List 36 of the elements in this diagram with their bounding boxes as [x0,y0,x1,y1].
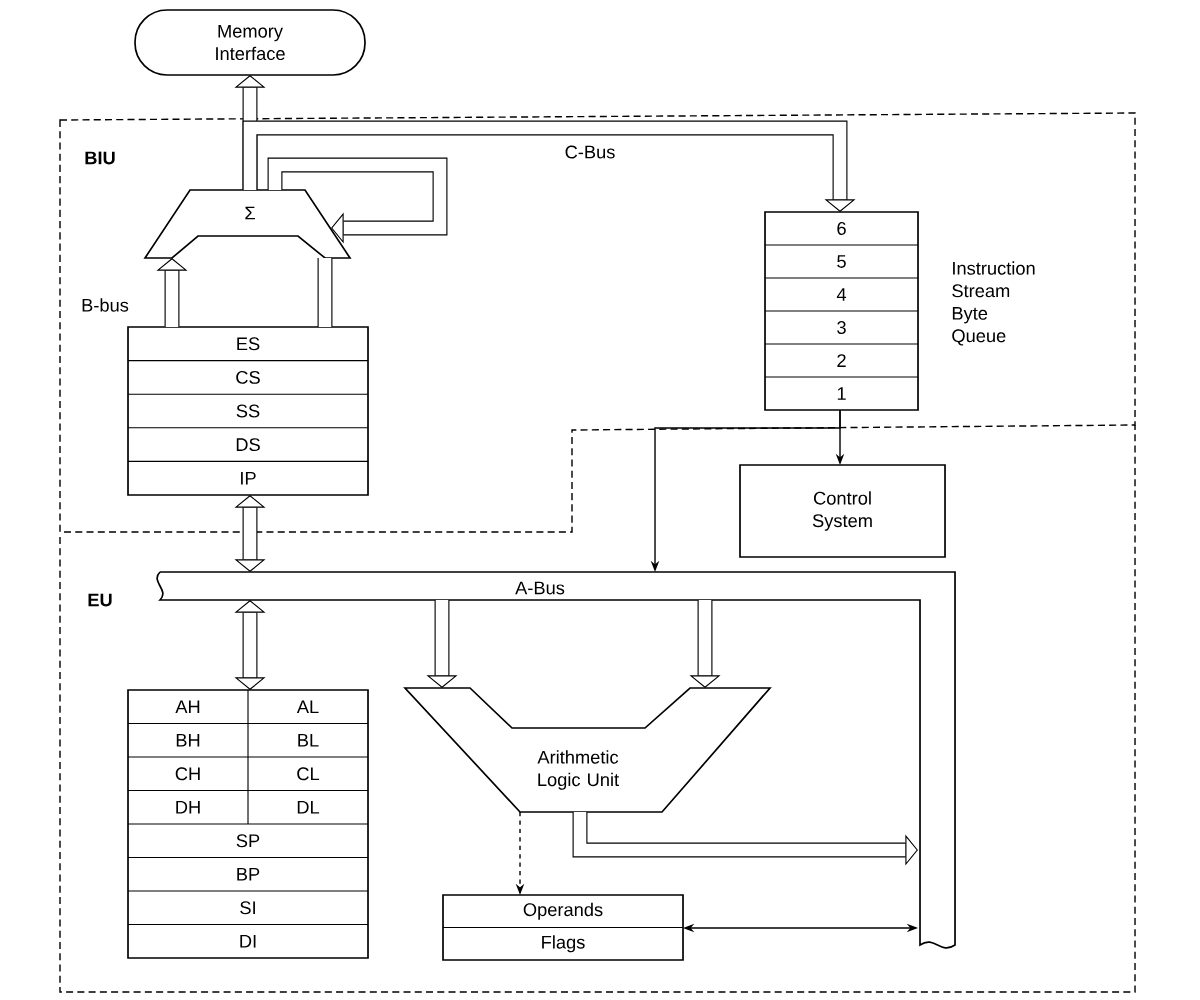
queue-caption: Instruction Stream Byte Queue [952,261,1035,346]
register-label: 6 [837,222,846,235]
bus-arrow [267,157,448,244]
register-label: IP [241,471,256,485]
bus-arrow [234,600,266,690]
register-label: 1 [837,387,846,400]
register-label: Operands [523,902,603,920]
region-label: EU [88,593,112,607]
control-box: Control System [739,464,946,558]
edge-label: C-Bus [563,144,617,160]
register-label: DH [176,800,200,814]
register-label: CH [175,767,200,781]
register-label: AL [296,700,319,714]
register-label: DI [240,934,256,948]
register-label: BH [176,733,200,747]
edge-label: B-bus [79,296,131,314]
register-label: SI [240,901,255,915]
register-label: BP [237,867,260,881]
bus-arrow [234,495,266,572]
bus-line [317,258,333,327]
register-label: ES [237,337,260,351]
register-label: 5 [837,255,846,268]
register-label: 2 [837,354,846,367]
register-label: SP [236,834,260,848]
register-label: 4 [836,288,847,301]
region-label: BIU [85,151,115,165]
register-label: CL [297,767,320,781]
register-label: 3 [837,321,846,334]
register-label: BL [298,733,319,747]
register-label: CS [236,370,260,384]
register-label: DL [297,800,320,814]
register-label: DS [236,438,260,452]
register-label: SS [236,404,260,418]
register-label: AH [175,700,200,714]
bus-arrow [242,120,856,212]
memory-interface-box: Memory Interface [134,9,366,76]
